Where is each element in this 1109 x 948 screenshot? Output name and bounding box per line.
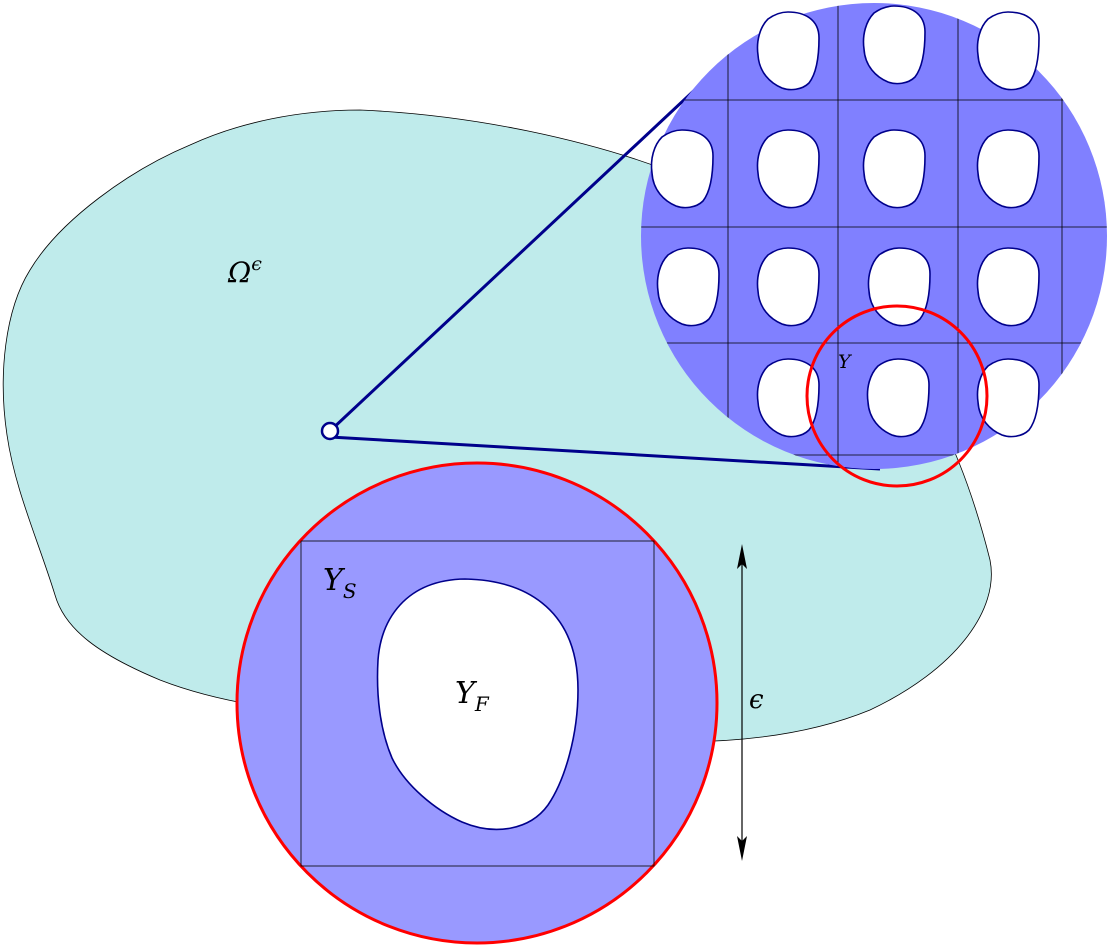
zoom-disc — [641, 3, 1107, 469]
zoom-connector-lower — [329, 435, 881, 471]
unit-cell-square — [300, 540, 655, 867]
zoom-point — [320, 421, 340, 441]
hole — [976, 247, 1040, 327]
arrow-head-up — [737, 544, 747, 569]
fluid-label: YF — [455, 676, 490, 716]
hole — [650, 129, 714, 209]
hole — [656, 247, 720, 327]
solid-label-sub: S — [343, 579, 357, 603]
epsilon-arrow — [737, 544, 747, 861]
highlight-circle — [805, 304, 989, 488]
solid-label-base: Y — [323, 563, 346, 598]
hole — [976, 129, 1040, 209]
hole — [976, 11, 1040, 91]
hole — [867, 247, 931, 327]
omega-superscript: ϵ — [251, 253, 262, 275]
fluid-hole — [376, 578, 579, 831]
cell-label: Y — [838, 351, 853, 373]
hole — [862, 129, 926, 209]
hole — [866, 358, 930, 438]
domain-label: Ωϵ — [227, 253, 262, 289]
hole — [756, 11, 820, 91]
fluid-label-base: Y — [455, 676, 478, 711]
solid-label: YS — [323, 563, 357, 603]
omega-symbol: Ω — [227, 256, 251, 289]
hole — [862, 5, 926, 85]
fluid-label-sub: F — [474, 692, 490, 716]
hole — [756, 247, 820, 327]
unit-cell-view: YS YF — [235, 461, 719, 945]
zoom-connector-upper — [328, 83, 702, 433]
arrow-head-down — [737, 836, 747, 861]
epsilon-label: ϵ — [749, 685, 764, 715]
hole — [756, 129, 820, 209]
